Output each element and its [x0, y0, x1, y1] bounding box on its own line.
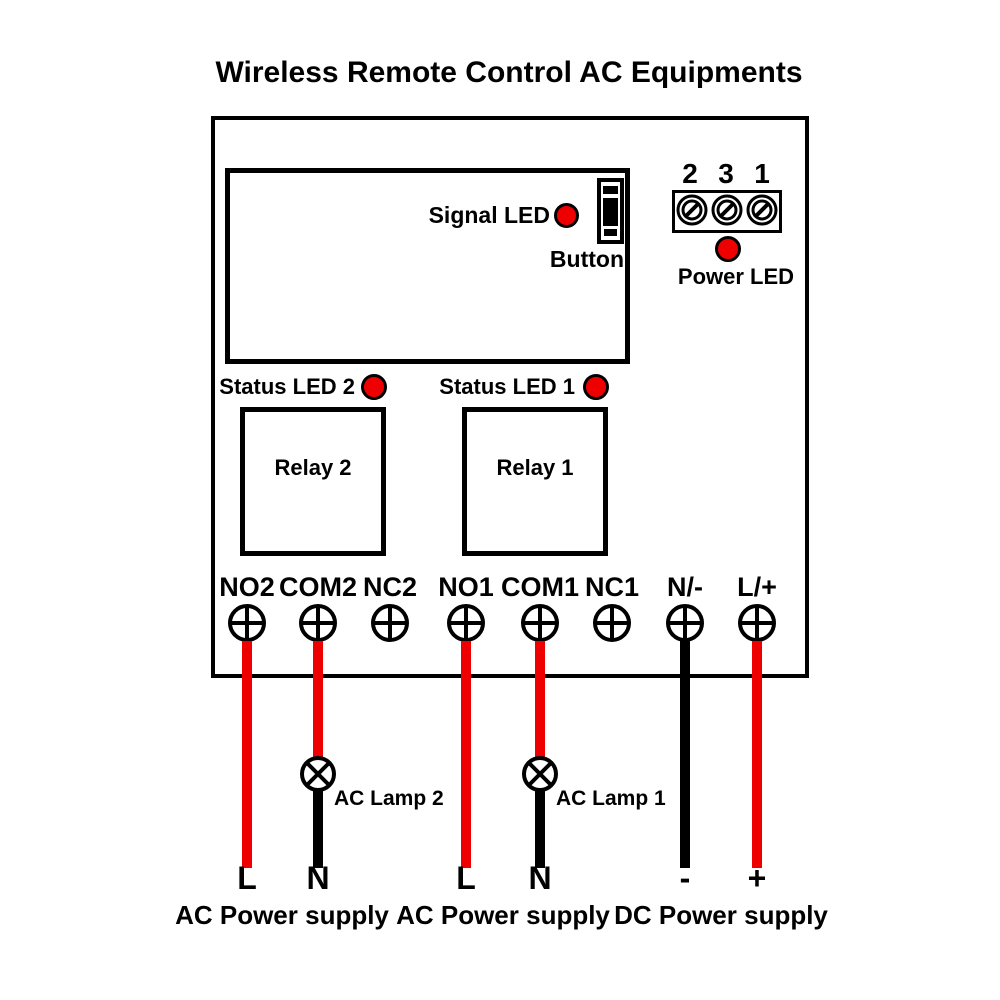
terminal-label-COM2: COM2 — [278, 572, 357, 602]
supply-terminal-label-L: L — [456, 860, 476, 896]
receiver-module-box — [225, 168, 630, 364]
power-led-icon — [715, 236, 741, 262]
screw-terminal-icon — [736, 602, 778, 649]
pin-label-1: 1 — [754, 158, 770, 189]
screw-terminal-icon — [297, 602, 339, 649]
screw-terminal-icon — [226, 602, 268, 649]
supply-caption: AC Power supply — [396, 900, 610, 930]
lamp-label: AC Lamp 1 — [556, 787, 666, 810]
pin-label-3: 3 — [718, 158, 734, 189]
relay-2-label: Relay 2 — [274, 454, 352, 480]
wire-NO1-red — [461, 641, 471, 868]
signal-led-label: Signal LED — [428, 202, 550, 228]
supply-caption: AC Power supply — [175, 900, 389, 930]
supply-caption: DC Power supply — [614, 900, 828, 930]
screw-terminal-icon — [591, 602, 633, 649]
terminal-label-NO1: NO1 — [438, 572, 494, 602]
terminal-label-N/-: N/- — [667, 572, 703, 602]
screw-icon — [710, 193, 744, 231]
supply-terminal-label-plus: + — [747, 860, 767, 896]
supply-terminal-label-L: L — [237, 860, 257, 896]
terminal-label-L/+: L/+ — [737, 572, 777, 602]
screw-terminal-icon — [664, 602, 706, 649]
wire-NO2-red — [242, 641, 252, 868]
screw-terminal-icon — [519, 602, 561, 649]
screw-icon — [745, 193, 779, 231]
power-led-label: Power LED — [677, 264, 795, 289]
lamp-icon — [298, 754, 338, 799]
supply-terminal-label-minus: - — [679, 860, 691, 896]
status-led-1-label: Status LED 1 — [439, 374, 575, 399]
status-led-1-icon — [583, 374, 609, 400]
relay-1-box: Relay 1 — [462, 407, 608, 556]
screw-icon — [675, 193, 709, 231]
wire-COM2-red — [313, 641, 323, 758]
lamp-icon — [520, 754, 560, 799]
pin-label-2: 2 — [682, 158, 698, 189]
button-label: Button — [549, 246, 624, 272]
antenna-terminal-block — [672, 190, 782, 233]
supply-terminal-label-N: N — [528, 860, 552, 896]
terminal-label-NO2: NO2 — [219, 572, 275, 602]
wire-COM1-red — [535, 641, 545, 758]
wire-COM2-black — [313, 790, 323, 868]
learning-button-icon — [597, 178, 624, 244]
wire-COM1-black — [535, 790, 545, 868]
relay-2-box: Relay 2 — [240, 407, 386, 556]
status-led-2-icon — [361, 374, 387, 400]
screw-terminal-icon — [445, 602, 487, 649]
screw-terminal-icon — [369, 602, 411, 649]
controller-enclosure-box — [211, 116, 809, 678]
lamp-label: AC Lamp 2 — [334, 787, 444, 810]
wire-L/+-red — [752, 641, 762, 868]
status-led-2-label: Status LED 2 — [219, 374, 355, 399]
terminal-label-NC1: NC1 — [584, 572, 639, 602]
diagram-title: Wireless Remote Control AC Equipments — [215, 56, 803, 89]
terminal-label-COM1: COM1 — [500, 572, 579, 602]
wire-N/--black — [680, 641, 690, 868]
signal-led-icon — [554, 203, 579, 228]
supply-terminal-label-N: N — [306, 860, 330, 896]
relay-1-label: Relay 1 — [496, 454, 574, 480]
terminal-label-NC2: NC2 — [362, 572, 417, 602]
